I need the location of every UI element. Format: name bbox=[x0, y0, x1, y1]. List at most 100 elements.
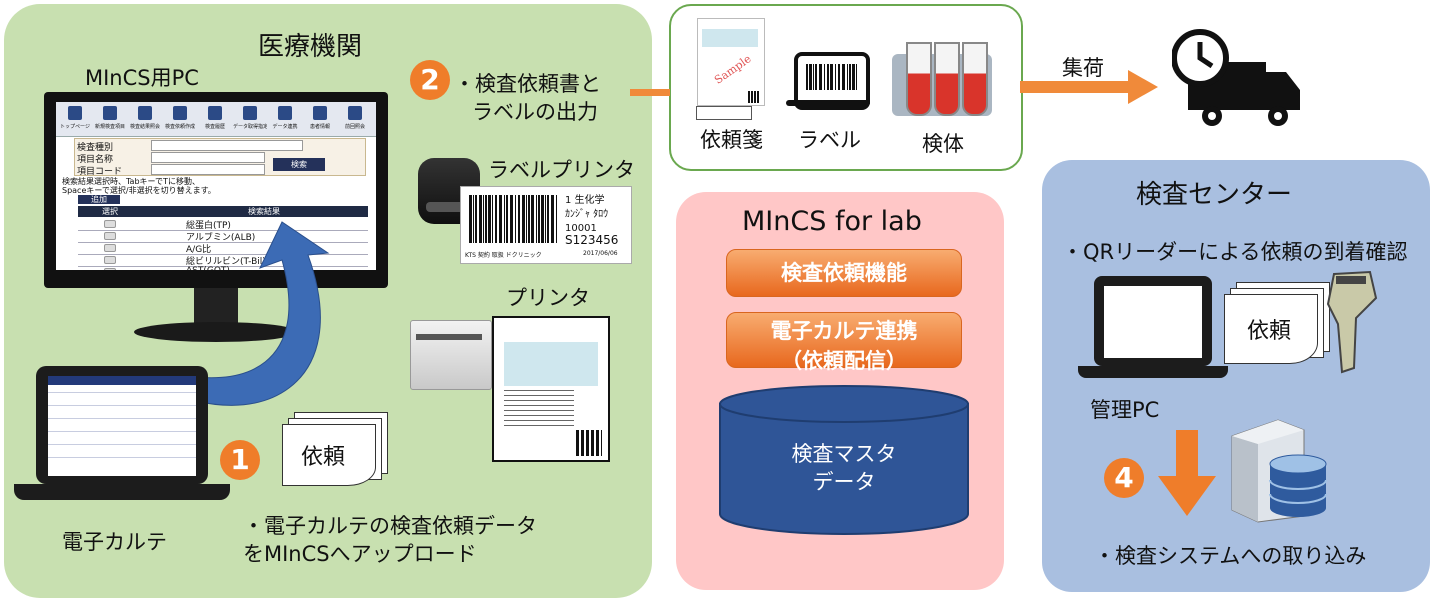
label-icon-base bbox=[786, 100, 870, 106]
request-doc-front: 依頼 bbox=[282, 424, 376, 486]
mgmt-laptop-screen bbox=[1104, 286, 1202, 358]
request-function-button: 検査依頼機能 bbox=[726, 249, 962, 297]
note-line1: 検索結果選択時、TabキーでTに移動、 bbox=[62, 177, 200, 186]
table-row[interactable]: AST(GOT) bbox=[78, 266, 368, 270]
code-input[interactable] bbox=[151, 164, 265, 175]
toolbar-label: データ連携 bbox=[272, 124, 298, 130]
form-line bbox=[504, 410, 574, 411]
qr-scanner-icon bbox=[1326, 270, 1378, 374]
specimen-label: 検体 bbox=[922, 132, 964, 156]
step2-text-line2: ラベルの出力 bbox=[472, 100, 598, 124]
toolbar-icon bbox=[278, 106, 292, 120]
table-row[interactable]: A/G比 bbox=[78, 242, 368, 255]
request-doc-label: 依頼 bbox=[301, 445, 346, 470]
ehr-grid-line bbox=[48, 418, 196, 419]
collection-label: 集荷 bbox=[1062, 56, 1104, 80]
label-date: 2017/06/06 bbox=[583, 250, 618, 257]
sample-label: 1 生化学 ｶﾝｼﾞｬ ﾀﾛｳ 10001 S123456 KTS 契約 取扱 … bbox=[460, 186, 632, 264]
label-clinic: KTS 契約 取扱 ドクリニック bbox=[465, 252, 542, 259]
toolbar-icon bbox=[103, 106, 117, 120]
toolbar-button[interactable]: データ取得指定 bbox=[233, 104, 267, 134]
toolbar-button[interactable]: 前回照会 bbox=[340, 104, 370, 134]
label-item-label: ラベル bbox=[798, 128, 861, 152]
name-input[interactable] bbox=[151, 152, 265, 163]
toolbar-label: 検査依頼作成 bbox=[164, 124, 195, 130]
form-label-type: 検査種別 bbox=[77, 143, 114, 153]
printer-slot bbox=[416, 334, 482, 340]
row-result: 総ビリルビン(T-Bil) bbox=[186, 257, 266, 267]
toolbar-button[interactable]: 新規検査項目 bbox=[95, 104, 125, 134]
ehr-grid-line bbox=[48, 431, 196, 432]
step4-badge: 4 bbox=[1104, 458, 1144, 498]
row-checkbox[interactable] bbox=[104, 232, 116, 240]
col-select: 選択 bbox=[102, 207, 118, 216]
monitor-neck bbox=[194, 288, 238, 326]
label-line2: ｶﾝｼﾞｬ ﾀﾛｳ bbox=[565, 209, 609, 220]
slip-highlight bbox=[702, 29, 758, 47]
label-printer-slot bbox=[426, 202, 472, 212]
row-checkbox[interactable] bbox=[104, 268, 116, 270]
step2-badge: 2 bbox=[410, 60, 450, 100]
printer-icon bbox=[410, 320, 492, 390]
add-button[interactable]: 追加 bbox=[78, 195, 120, 204]
row-checkbox[interactable] bbox=[104, 256, 116, 264]
row-checkbox[interactable] bbox=[104, 244, 116, 252]
table-row[interactable]: 総蛋白(TP) bbox=[78, 218, 368, 231]
toolbar-label: 検査結果照会 bbox=[129, 124, 160, 130]
toolbar-button[interactable]: 患者情報 bbox=[305, 104, 335, 134]
search-form: 検査種別 項目名称 項目コード 検索 bbox=[74, 138, 366, 177]
form-line bbox=[504, 400, 574, 401]
table-row[interactable]: アルブミン(ALB) bbox=[78, 230, 368, 243]
ehr-link-line1: 電子カルテ連携 bbox=[770, 319, 918, 343]
row-checkbox[interactable] bbox=[104, 220, 116, 228]
toolbar-icon bbox=[243, 106, 257, 120]
form-line bbox=[504, 420, 574, 421]
label-barcode-icon bbox=[806, 64, 857, 90]
toolbar-button[interactable]: データ連携 bbox=[270, 104, 300, 134]
search-button[interactable]: 検索 bbox=[273, 158, 325, 171]
upload-arrow bbox=[159, 221, 330, 406]
monitor-base bbox=[134, 322, 298, 342]
row-result: 総蛋白(TP) bbox=[186, 221, 231, 231]
barcode-icon bbox=[469, 195, 557, 243]
toolbar-icon bbox=[138, 106, 152, 120]
toolbar-button[interactable]: 検査依頼作成 bbox=[165, 104, 195, 134]
toolbar-button[interactable]: 検査結果照会 bbox=[130, 104, 160, 134]
toolbar-label: 新規検査項目 bbox=[94, 124, 125, 130]
ehr-grid-line bbox=[48, 444, 196, 445]
output-connector bbox=[630, 89, 670, 96]
ehr-grid-line bbox=[48, 457, 196, 458]
form-line bbox=[504, 425, 574, 426]
type-select[interactable] bbox=[151, 140, 303, 151]
toolbar-label: 患者情報 bbox=[309, 124, 330, 130]
printed-request-form bbox=[492, 316, 610, 462]
label-code: S123456 bbox=[565, 233, 619, 247]
toolbar-label: 検査履歴 bbox=[204, 124, 225, 130]
medical-title: 医療機関 bbox=[258, 32, 363, 62]
collection-arrow bbox=[1020, 70, 1158, 104]
lab-title: MInCS for lab bbox=[742, 206, 922, 237]
note-line2: Spaceキーで選択/非選択を切り替えます。 bbox=[62, 186, 216, 195]
col-result: 検索結果 bbox=[248, 207, 280, 216]
ehr-label: 電子カルテ bbox=[62, 530, 167, 554]
form-line bbox=[504, 395, 574, 396]
toolbar-button[interactable]: 検査履歴 bbox=[200, 104, 230, 134]
ehr-link-line2: （依頼配信） bbox=[781, 349, 907, 373]
toolbar-label: トップページ bbox=[60, 124, 90, 130]
label-line1: 1 生化学 bbox=[565, 195, 605, 206]
form-label-code: 項目コード bbox=[77, 167, 123, 177]
form-highlight bbox=[504, 342, 598, 386]
row-result: アルブミン(ALB) bbox=[186, 233, 256, 243]
step2-text-line1: ・検査依頼書と bbox=[454, 72, 601, 96]
specimen-tube-icon bbox=[962, 42, 988, 116]
label-printer-label: ラベルプリンタ bbox=[488, 158, 635, 182]
ehr-grid-line bbox=[48, 405, 196, 406]
toolbar-button[interactable]: トップページ bbox=[60, 104, 90, 134]
toolbar-icon bbox=[68, 106, 82, 120]
ehr-screen-header bbox=[48, 376, 196, 385]
table-row[interactable]: 総ビリルビン(T-Bil) bbox=[78, 254, 368, 267]
form-line bbox=[504, 405, 574, 406]
import-down-arrow bbox=[1158, 430, 1216, 516]
db-text-line1: 検査マスタ bbox=[791, 442, 897, 466]
slip-qr-icon bbox=[748, 91, 760, 103]
